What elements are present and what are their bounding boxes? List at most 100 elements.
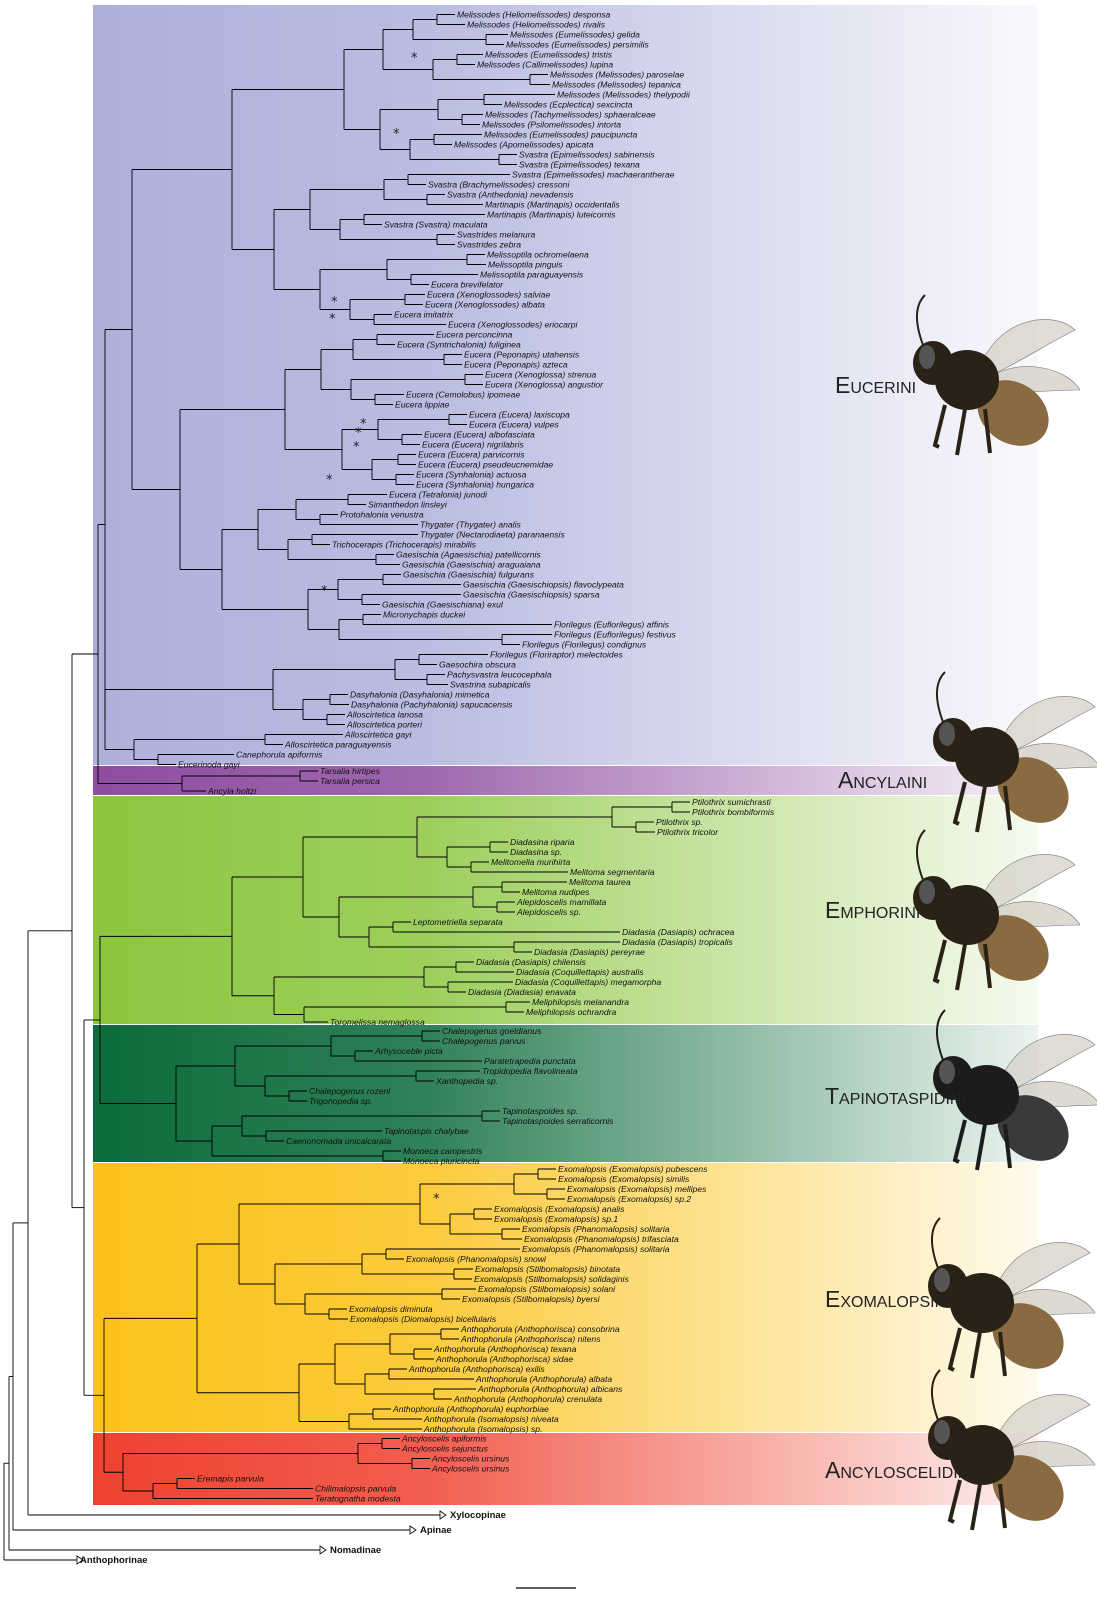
- taxon-label-eucera-eucera-pseudeucnemidae: Eucera (Eucera) pseudeucnemidae: [418, 460, 553, 470]
- taxon-label-alloscirtetica-gayi: Alloscirtetica gayi: [344, 730, 412, 740]
- taxon-label-svastra-epimelissodes-machaerantherae: Svastra (Epimelissodes) machaerantherae: [512, 170, 675, 180]
- taxon-label-svastra-epimelissodes-texana: Svastra (Epimelissodes) texana: [519, 160, 640, 170]
- taxon-label-diadasia-coquillettapis-australis: Diadasia (Coquillettapis) australis: [516, 967, 644, 977]
- taxon-label-eucera-eucera-laxiscopa: Eucera (Eucera) laxiscopa: [469, 410, 570, 420]
- taxon-label-xanthopedia-sp: Xanthopedia sp.: [435, 1076, 498, 1086]
- taxon-label-eucera-xenoglossa-strenua: Eucera (Xenoglossa) strenua: [485, 370, 597, 380]
- taxon-label-tarsalia-persica: Tarsalia persica: [320, 776, 380, 786]
- taxon-label-monoeca-campestris: Monoeca campestris: [403, 1146, 483, 1156]
- exomalopsini-tribe-label: Exomalopsini: [825, 1286, 951, 1312]
- taxon-label-exomalopsis-exomalopsis-mellipes: Exomalopsis (Exomalopsis) mellipes: [567, 1184, 707, 1194]
- taxon-label-exomalopsis-exomalopsis-similis: Exomalopsis (Exomalopsis) similis: [558, 1174, 690, 1184]
- taxon-label-melissoptila-paraguayensis: Melissoptila paraguayensis: [480, 270, 584, 280]
- taxon-label-alloscirtetica-porteri: Alloscirtetica porteri: [346, 720, 423, 730]
- taxon-label-anthophorula-isomalopsis-sp: Anthophorula (Isomalopsis) sp.: [423, 1424, 542, 1434]
- taxon-label-chilimalopsis-parvula: Chilimalopsis parvula: [315, 1484, 396, 1494]
- taxon-label-trigonopedia-sp: Trigonopedia sp.: [309, 1096, 372, 1106]
- taxon-label-florilegus-florilegus-condignus: Florilegus (Florilegus) condignus: [522, 640, 647, 650]
- taxon-label-florilegus-euflorilegus-festivus: Florilegus (Euflorilegus) festivus: [554, 630, 676, 640]
- taxon-label-diadasina-sp: Diadasina sp.: [510, 847, 562, 857]
- emphorini-tribe-label: Emphorini: [825, 897, 920, 923]
- taxon-label-melissodes-melissodes-paroselae: Melissodes (Melissodes) paroselae: [550, 70, 684, 80]
- taxon-label-svastrina-subapicalis: Svastrina subapicalis: [450, 680, 531, 690]
- outgroup-label-anthophorinae: Anthophorinae: [80, 1555, 148, 1566]
- taxon-label-simanthedon-linsleyi: Simanthedon linsleyi: [368, 500, 448, 510]
- tapinotaspidini-tribe-label: Tapinotaspidini: [825, 1083, 966, 1109]
- outgroup-label-xylocopinae: Xylocopinae: [450, 1510, 506, 1521]
- taxon-label-melissodes-eumelissodes-paucipuncta: Melissodes (Eumelissodes) paucipuncta: [484, 130, 638, 140]
- taxon-label-anthophorula-anthophorula-albicans: Anthophorula (Anthophorula) albicans: [477, 1384, 623, 1394]
- taxon-label-melitomella-murihirta: Melitomella murihirta: [491, 857, 570, 867]
- taxon-label-exomalopsis-diminuta: Exomalopsis diminuta: [349, 1304, 433, 1314]
- taxon-label-svastra-epimelissodes-sabinensis: Svastra (Epimelissodes) sabinensis: [519, 150, 655, 160]
- taxon-label-alepidoscelis-mamillata: Alepidoscelis mamillata: [516, 897, 607, 907]
- taxon-label-martinapis-martinapis-occidentalis: Martinapis (Martinapis) occidentalis: [485, 200, 620, 210]
- taxon-label-chalepogenus-parvus: Chalepogenus parvus: [442, 1036, 526, 1046]
- taxon-label-ptilothrix-tricolor: Ptilothrix tricolor: [657, 827, 719, 837]
- taxon-label-svastra-brachymelissodes-cressoni: Svastra (Brachymelissodes) cressoni: [428, 180, 570, 190]
- taxon-label-eucera-xenoglossodes-salviae: Eucera (Xenoglossodes) salviae: [427, 290, 550, 300]
- taxon-label-melissodes-eumelissodes-tristis: Melissodes (Eumelissodes) tristis: [485, 50, 613, 60]
- taxon-label-exomalopsis-stilbomalopsis-solani: Exomalopsis (Stilbomalopsis) solani: [478, 1284, 616, 1294]
- taxon-label-eucera-lippiae: Eucera lippiae: [395, 400, 450, 410]
- taxon-label-dasyhalonia-pachyhalonia-sapucacensis: Dasyhalonia (Pachyhalonia) sapucacensis: [351, 700, 513, 710]
- taxon-label-ancyloscelis-apiformis: Ancyloscelis apiformis: [401, 1434, 487, 1444]
- taxon-label-martinapis-martinapis-luteicornis: Martinapis (Martinapis) luteicornis: [487, 210, 616, 220]
- taxon-label-exomalopsis-phanomalopsis-snowi: Exomalopsis (Phanomalopsis) snowi: [406, 1254, 547, 1264]
- taxon-label-eucera-xenoglossodes-eriocarpi: Eucera (Xenoglossodes) eriocarpi: [448, 320, 579, 330]
- taxon-label-eremapis-parvula: Eremapis parvula: [197, 1474, 264, 1484]
- support-star-icon: *: [331, 295, 338, 310]
- taxon-label-melissodes-heliomelissodes-desponsa: Melissodes (Heliomelissodes) desponsa: [457, 10, 611, 20]
- taxon-label-florilegus-euflorilegus-affinis: Florilegus (Euflorilegus) affinis: [554, 620, 670, 630]
- support-star-icon: *: [329, 312, 336, 327]
- taxon-label-melissodes-eumelissodes-gelida: Melissodes (Eumelissodes) gelida: [510, 30, 640, 40]
- taxon-label-tapinotaspoides-serraticornis: Tapinotaspoides serraticornis: [502, 1116, 614, 1126]
- taxon-label-melissodes-eumelissodes-persimilis: Melissodes (Eumelissodes) persimilis: [506, 40, 649, 50]
- taxon-label-eucera-eucera-albofasciata: Eucera (Eucera) albofasciata: [424, 430, 535, 440]
- taxon-label-eucera-xenoglossodes-albata: Eucera (Xenoglossodes) albata: [425, 300, 545, 310]
- taxon-label-eucera-synhalonia-actuosa: Eucera (Synhalonia) actuosa: [416, 470, 527, 480]
- taxon-label-dasyhalonia-dasyhalonia-mimetica: Dasyhalonia (Dasyhalonia) mimetica: [350, 690, 490, 700]
- taxon-label-eucera-imitatrix: Eucera imitatrix: [394, 310, 454, 320]
- support-star-icon: *: [433, 1192, 440, 1207]
- taxon-label-exomalopsis-exomalopsis-sp-2: Exomalopsis (Exomalopsis) sp.2: [567, 1194, 691, 1204]
- taxon-label-melissodes-apomelissodes-apicata: Melissodes (Apomelissodes) apicata: [454, 140, 594, 150]
- taxon-label-eucera-cemolobus-ipomeae: Eucera (Cemolobus) ipomeae: [406, 390, 520, 400]
- taxon-label-melissodes-callimelissodes-lupina: Melissodes (Callimelissodes) lupina: [477, 60, 613, 70]
- taxon-label-exomalopsis-stilbomalopsis-byersi: Exomalopsis (Stilbomalopsis) byersi: [462, 1294, 601, 1304]
- eucerini-tribe-label: Eucerini: [835, 372, 916, 398]
- taxon-label-svastrides-melanura: Svastrides melanura: [457, 230, 536, 240]
- taxon-label-melissodes-tachymelissodes-sphaeralceae: Melissodes (Tachymelissodes) sphaeralcea…: [485, 110, 656, 120]
- taxon-label-pachysvastra-leucocephala: Pachysvastra leucocephala: [447, 670, 552, 680]
- support-star-icon: *: [393, 127, 400, 142]
- taxon-label-anthophorula-anthophorula-albata: Anthophorula (Anthophorula) albata: [475, 1374, 612, 1384]
- taxon-label-eucera-syntrichalonia-fuliginea: Eucera (Syntrichalonia) fuliginea: [397, 340, 521, 350]
- taxon-label-svastra-anthedonia-nevadensis: Svastra (Anthedonia) nevadensis: [447, 190, 574, 200]
- taxon-label-anthophorula-anthophorula-euphorbiae: Anthophorula (Anthophorula) euphorbiae: [392, 1404, 549, 1414]
- taxon-label-ancyloscelis-ursinus: Ancyloscelis ursinus: [431, 1464, 510, 1474]
- taxon-label-exomalopsis-stilbomalopsis-solidaginis: Exomalopsis (Stilbomalopsis) solidaginis: [474, 1274, 629, 1284]
- taxon-label-ancyloscelis-sejunctus: Ancyloscelis sejunctus: [401, 1444, 489, 1454]
- taxon-label-exomalopsis-stilbomalopsis-binotata: Exomalopsis (Stilbomalopsis) binotata: [475, 1264, 620, 1274]
- taxon-label-ancyla-holtzi: Ancyla holtzi: [207, 786, 257, 796]
- ancyloscelidini-tribe-label: Ancyloscelidini: [825, 1457, 974, 1483]
- taxon-label-melissoptila-pinguis: Melissoptila pinguis: [488, 260, 563, 270]
- ancylaini-tribe-label: Ancylaini: [838, 767, 927, 793]
- taxon-label-eucera-eucera-vulpes: Eucera (Eucera) vulpes: [469, 420, 560, 430]
- taxon-label-anthophorula-isomalopsis-niveata: Anthophorula (Isomalopsis) niveata: [423, 1414, 559, 1424]
- taxon-label-gaesischia-gaesischia-fulgurans: Gaesischia (Gaesischia) fulgurans: [403, 570, 535, 580]
- taxon-label-eucerinoda-gayi: Eucerinoda gayi: [178, 760, 241, 770]
- taxon-label-thygater-thygater-analis: Thygater (Thygater) analis: [420, 520, 521, 530]
- taxon-label-eucera-xenoglossa-angustior: Eucera (Xenoglossa) angustior: [485, 380, 604, 390]
- taxon-label-melissodes-psilomelissodes-intorta: Melissodes (Psilomelissodes) intorta: [482, 120, 621, 130]
- taxon-label-melissodes-melissodes-tepanica: Melissodes (Melissodes) tepanica: [552, 80, 681, 90]
- taxon-label-exomalopsis-diomalopsis-bicellularis: Exomalopsis (Diomalopsis) bicellularis: [350, 1314, 497, 1324]
- taxon-label-exomalopsis-phanomalopsis-solitaria: Exomalopsis (Phanomalopsis) solitaria: [522, 1224, 670, 1234]
- taxon-label-anthophorula-anthophorisca-texana: Anthophorula (Anthophorisca) texana: [433, 1344, 577, 1354]
- taxon-label-eucera-synhalonia-hungarica: Eucera (Synhalonia) hungarica: [416, 480, 534, 490]
- taxon-label-eucera-brevifelator: Eucera brevifelator: [431, 280, 504, 290]
- taxon-label-eucera-tetralonia-junodi: Eucera (Tetralonia) junodi: [389, 490, 488, 500]
- taxon-label-exomalopsis-phanomalopsis-solitaria: Exomalopsis (Phanomalopsis) solitaria: [522, 1244, 670, 1254]
